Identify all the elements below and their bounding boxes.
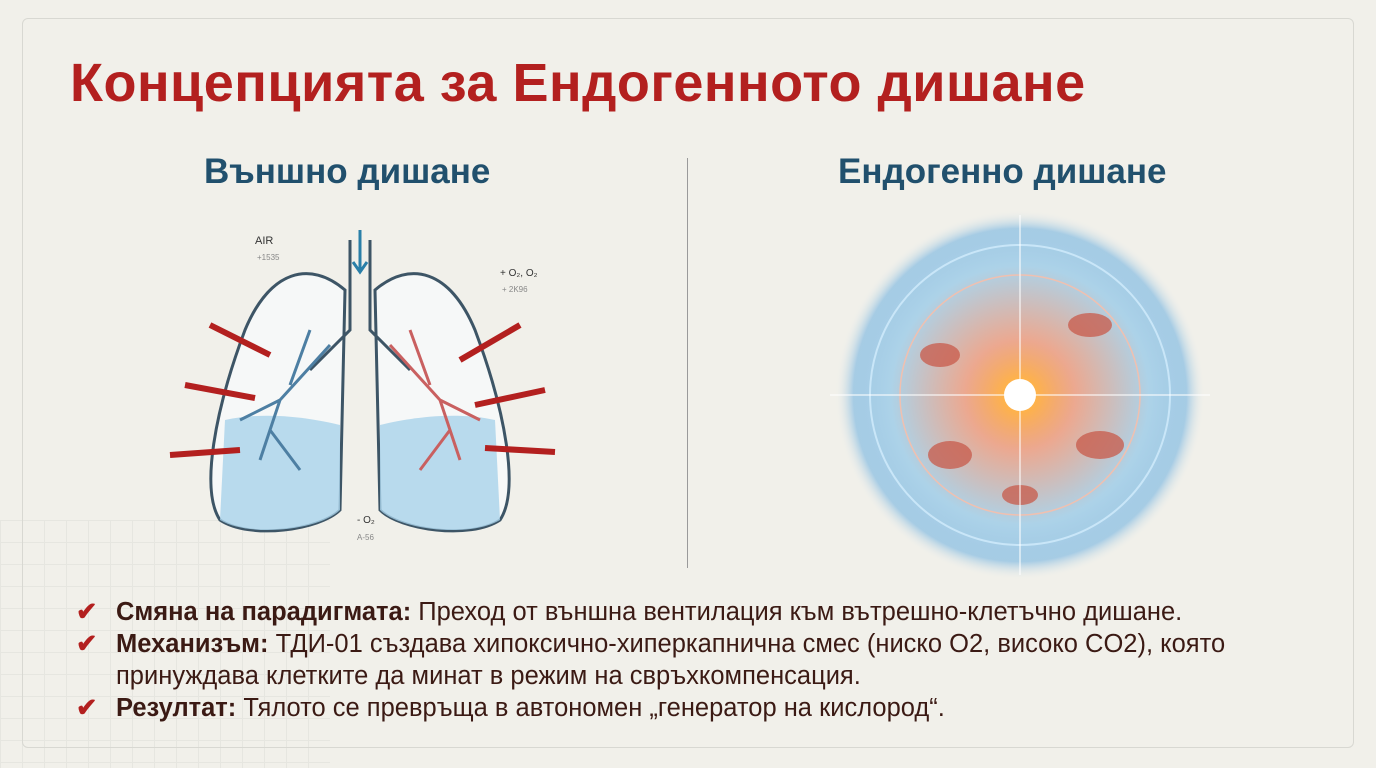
- bullet-mechanism: ✔Механизъм: ТДИ-01 създава хипоксично-хи…: [76, 630, 1226, 658]
- checkmark-icon: ✔: [76, 694, 98, 722]
- outflow-arrows-icon: [169, 322, 556, 458]
- o2-top-value: + 2K96: [502, 285, 528, 294]
- mitochondria-icon: [920, 313, 1124, 505]
- checkmark-icon: ✔: [76, 598, 98, 626]
- decorative-frame: [22, 18, 1354, 748]
- page-title: Концепцията за Ендогенното дишане: [70, 53, 1086, 113]
- bullet-list: ✔Смяна на парадигмата: Преход от външна …: [76, 596, 1225, 724]
- bullet-result: ✔Резултат: Тялото се превръща в автономе…: [76, 694, 945, 722]
- airflow-arrow-icon: [351, 230, 369, 275]
- o2-top-label: + O₂, O₂: [500, 268, 538, 279]
- cell-illustration: [830, 210, 1210, 580]
- lungs-illustration: AIR +1535 + O₂, O₂ + 2K96 - O₂ A-56: [169, 230, 556, 542]
- heading-external-breathing: Външно дишане: [204, 152, 491, 191]
- divider: [687, 158, 688, 568]
- checkmark-icon: ✔: [76, 630, 98, 658]
- o2-bottom-value: A-56: [357, 533, 374, 542]
- air-value: +1535: [257, 253, 280, 262]
- bullet-mechanism-continued: принуждава клетките да минат в режим на …: [116, 662, 861, 690]
- air-label: AIR: [255, 235, 273, 247]
- background-grid: [0, 520, 330, 768]
- heading-endogenous-breathing: Ендогенно дишане: [838, 152, 1167, 191]
- o2-bottom-label: - O₂: [357, 515, 375, 526]
- bullet-paradigm: ✔Смяна на парадигмата: Преход от външна …: [76, 598, 1183, 626]
